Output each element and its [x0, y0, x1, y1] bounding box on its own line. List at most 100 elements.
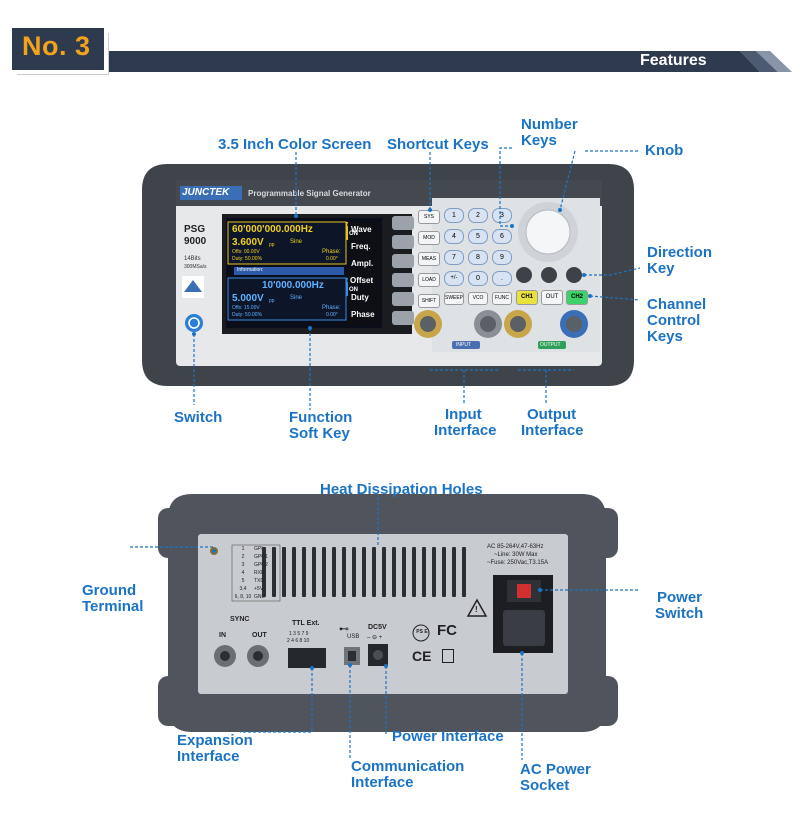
label-direction-1: Direction [647, 244, 713, 261]
ch2-phase-value: 0.00° [326, 312, 338, 318]
num-key-dot[interactable]: . [492, 271, 512, 286]
num-key-8[interactable]: 8 [468, 250, 488, 265]
ch2-amp-unit: pp [269, 298, 275, 304]
weee-icon [442, 649, 454, 663]
label-knob: Knob [645, 142, 684, 159]
output-tag: OUTPUT [540, 342, 561, 348]
dc-label: DC5V [368, 624, 387, 631]
softkey-label-freq: Freq. [351, 242, 371, 251]
ch2-duty: Duty: 50.00% [232, 312, 263, 318]
mod-key[interactable]: MOD [418, 231, 440, 245]
num-key-0[interactable]: 0 [468, 271, 488, 286]
sync-label: SYNC [230, 616, 250, 623]
ch1-key[interactable]: CH1 [516, 290, 538, 305]
warning-icon: ! [475, 605, 478, 614]
ch1-on: ON [349, 231, 358, 237]
ch1-phase: Phase: [322, 249, 341, 255]
model-line2: 9000 [184, 236, 207, 247]
num-key-7[interactable]: 7 [444, 250, 464, 265]
softkey-label-wave: Wave [351, 225, 372, 234]
label-heat-holes: Heat Dissipation Holes [320, 481, 483, 498]
section-number: No. 3 [22, 31, 91, 61]
label-shortcut-keys: Shortcut Keys [387, 136, 489, 153]
ttl-pins-top: 1 3 5 7 9 [289, 631, 309, 637]
bits-label: 14Bits [184, 256, 201, 262]
ch2-tag: CH2 [347, 279, 360, 285]
info-bar: Information: [237, 267, 264, 273]
fc-mark: FC [437, 622, 457, 639]
brand-logo: JUNCTEK [182, 187, 230, 198]
ch1-tag: CH1 [347, 223, 360, 229]
sync-out-label: OUT [252, 632, 267, 639]
label-power-switch-2: Switch [655, 605, 704, 622]
out-key[interactable]: OUT [541, 290, 563, 305]
ch1-frequency: 60'000'000.000Hz [232, 224, 313, 235]
ch1-wave: Sine [290, 239, 303, 245]
label-power-switch-1: Power [657, 589, 703, 606]
label-expansion-2: Interface [177, 748, 240, 765]
label-number-keys-1: Number [521, 116, 578, 133]
ch2-phase: Phase: [322, 305, 341, 311]
label-channel-2: Control [647, 312, 701, 329]
num-key-4[interactable]: 4 [444, 229, 464, 244]
softkey-label-ampl: Ampl. [351, 259, 374, 268]
sync-in-label: IN [219, 632, 226, 639]
vco-key[interactable]: VCO [468, 292, 488, 305]
num-key-9[interactable]: 9 [492, 250, 512, 265]
num-key-6[interactable]: 6 [492, 229, 512, 244]
load-key[interactable]: LOAD [418, 273, 440, 287]
num-key-sign[interactable]: +/- [444, 271, 464, 286]
num-key-1[interactable]: 1 [444, 208, 464, 223]
label-function-2: Soft Key [289, 425, 350, 442]
ch1-amp-unit: pp [269, 242, 275, 248]
label-number-keys-2: Keys [521, 132, 557, 149]
ch2-key[interactable]: CH2 [566, 290, 588, 305]
label-switch: Switch [174, 409, 223, 426]
shift-key[interactable]: SHIFT [418, 294, 440, 308]
usb-icon: ⊷ [339, 624, 349, 635]
ch2-on: ON [349, 287, 358, 293]
label-output-1: Output [527, 406, 577, 423]
dc-polarity: – ⊖ + [367, 635, 383, 641]
label-output-2: Interface [521, 422, 584, 439]
label-input-2: Interface [434, 422, 497, 439]
section-badge [12, 28, 104, 70]
ch2-frequency: 10'000.000Hz [262, 280, 324, 291]
label-input-1: Input [445, 406, 482, 423]
label-expansion-1: Expansion [177, 732, 253, 749]
meas-key[interactable]: MEAS [418, 252, 440, 266]
sweep-key[interactable]: SWEEP [444, 292, 464, 305]
label-communication-2: Interface [351, 774, 414, 791]
func-key[interactable]: FUNC [492, 292, 512, 305]
num-key-5[interactable]: 5 [468, 229, 488, 244]
ch2-offset: Offs: 15.00V [232, 305, 260, 311]
num-key-2[interactable]: 2 [468, 208, 488, 223]
sys-key[interactable]: SYS [418, 210, 440, 224]
model-line1: PSG [184, 224, 206, 235]
device-subtitle: Programmable Signal Generator [248, 189, 371, 198]
pse-mark: PS E [416, 629, 428, 635]
ch2-wave: Sine [290, 295, 303, 301]
label-power-interface: Power Interface [392, 728, 504, 745]
label-screen: 3.5 Inch Color Screen [218, 136, 372, 153]
label-direction-2: Key [647, 260, 675, 277]
ch2-amplitude: 5.000V [232, 293, 264, 304]
label-channel-1: Channel [647, 296, 707, 313]
label-ground-2: Terminal [82, 598, 144, 615]
label-ground-1: Ground [82, 582, 137, 599]
ttl-label: TTL Ext. [292, 620, 320, 627]
ce-mark: CE [412, 648, 432, 664]
softkey-label-offset: Offset [350, 276, 374, 285]
num-key-3[interactable]: 3 [492, 208, 512, 223]
power-spec-3: ~Fuse: 250Vac,T3.15A [487, 560, 549, 566]
